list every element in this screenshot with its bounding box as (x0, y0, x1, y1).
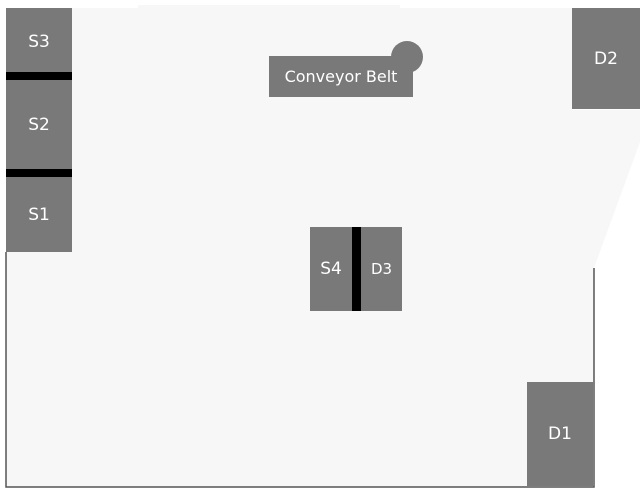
conveyor-belt[interactable]: Conveyor Belt (269, 56, 413, 97)
station-s2-label: S2 (28, 114, 50, 135)
divider-s4-d3 (352, 227, 361, 311)
station-s2[interactable]: S2 (6, 80, 72, 169)
station-d1[interactable]: D1 (527, 382, 593, 486)
station-s4-label: S4 (320, 259, 342, 279)
conveyor-belt-label: Conveyor Belt (284, 67, 398, 86)
station-s1-label: S1 (28, 204, 50, 225)
station-d3[interactable]: D3 (361, 227, 402, 311)
floor-boundary-line (5, 252, 595, 488)
station-d1-label: D1 (548, 424, 572, 444)
divider-s3-s2 (6, 72, 72, 80)
divider-s2-s1 (6, 169, 72, 177)
station-s3-label: S3 (28, 31, 50, 52)
station-s3[interactable]: S3 (6, 8, 72, 75)
station-d3-label: D3 (370, 260, 393, 278)
station-s1[interactable]: S1 (6, 177, 72, 252)
station-d2[interactable]: D2 (572, 8, 640, 109)
station-d2-label: D2 (594, 48, 618, 69)
station-s4[interactable]: S4 (310, 227, 352, 311)
